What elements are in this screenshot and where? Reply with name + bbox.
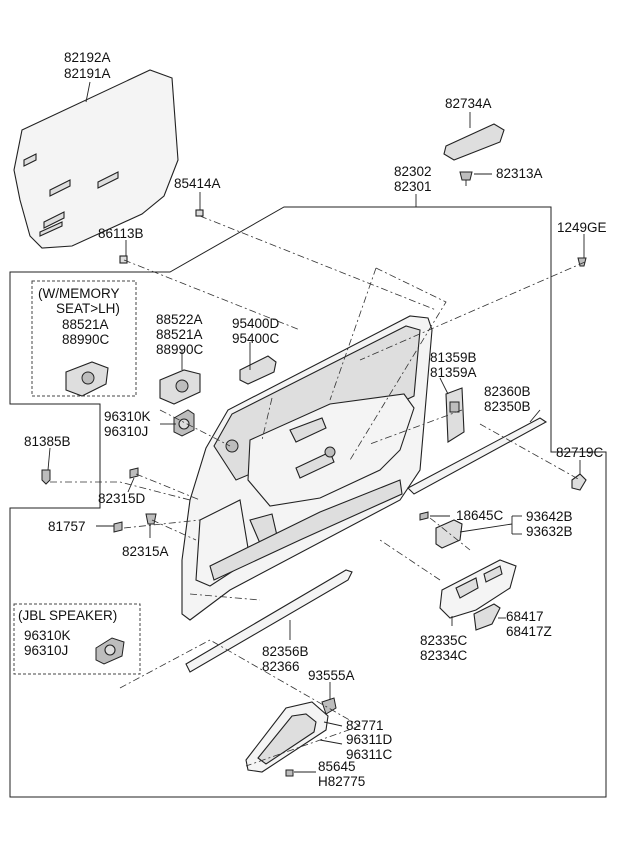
callout-96310-line2: 96310J [104,424,148,439]
callout-93642-line1: 93642B [526,509,573,524]
callout-82313: 82313A [496,166,543,181]
assembly-frame [9,206,607,798]
woofer-cover-part [245,701,329,773]
callout-88522-line2: 88521A [156,327,203,342]
leader-lines [47,81,585,773]
trim-68417-part [473,603,501,631]
jbl-speaker-part [95,637,125,665]
clip-81385-part [41,469,51,485]
callout-96311-line2: 96311C [346,747,393,762]
callout-96310-line1: 96310K [104,409,151,424]
memory-box-title-line2: SEAT>LH) [56,301,120,316]
callout-81359-line2: 81359A [430,365,477,380]
callout-82315a: 82315A [122,544,169,559]
callout-82315d: 82315D [98,491,146,506]
phantom-lines [50,215,586,767]
clip-82313-part [459,171,473,186]
callout-82771: 82771 [346,718,384,733]
callout-95400-line2: 95400C [232,331,280,346]
callout-81757: 81757 [48,519,86,534]
speaker-96310-part [173,409,195,437]
callout-96311-line1: 96311D [346,732,393,747]
callout-82356-line2: 82366 [262,659,300,674]
callout-93555: 93555A [308,668,355,683]
jbl-box-part-2: 96310J [24,643,68,658]
cap-82719-part [571,473,587,491]
memory-box-part-2: 88990C [62,332,110,347]
memory-seat-option-box [31,280,137,397]
callout-82356-line1: 82356B [262,644,309,659]
jbl-box-title: (JBL SPEAKER) [18,608,117,623]
jbl-box-part-1: 96310K [24,628,71,643]
callout-1249: 1249GE [557,220,607,235]
callout-82719: 82719C [556,445,604,460]
clip-82315d-part [129,467,139,479]
callout-18645: 18645C [456,508,504,523]
bulb-18645-part [419,511,429,521]
callout-82335-line1: 82335C [420,633,468,648]
callout-85414: 85414A [174,176,221,191]
pocket-cover-part [443,123,505,161]
callout-86113: 86113B [98,226,144,241]
memory-box-title-line1: (W/MEMORY [38,286,120,301]
callout-82302-line1: 82302 [394,164,432,179]
jbl-speaker-option-box [13,603,141,675]
clip-86113-part [119,255,128,264]
memory-box-part-1: 88521A [62,317,109,332]
clip-85645-part [285,769,294,777]
callout-82335-line2: 82334C [420,648,468,663]
switch-bracket-part [445,387,465,443]
callout-82192-line1: 82192A [64,50,111,65]
callout-82360-line2: 82350B [484,399,531,414]
callout-81385: 81385B [24,434,71,449]
inside-handle-part [239,355,277,385]
clip-85414-part [195,209,204,217]
insulation-pad-part [13,69,179,249]
memory-seat-actuator-part [65,361,109,397]
switch-panel-part [439,559,517,619]
clip-81757-part [113,521,123,533]
callout-82192-line2: 82191A [64,66,111,81]
callout-85645-line1: 85645 [318,759,356,774]
connector-93555-part [321,697,337,715]
callout-82734: 82734A [445,96,492,111]
door-lock-actuator-part [159,369,201,405]
weatherstrip-part [407,417,548,495]
callout-93642-line2: 93632B [526,524,573,539]
callout-82360-line1: 82360B [484,384,531,399]
callout-88522-line3: 88990C [156,342,204,357]
callout-68417-line1: 68417 [506,609,544,624]
window-switch-part [435,519,463,549]
callout-95400-line1: 95400D [232,316,280,331]
clip-82315a-part [145,513,157,525]
lower-trim-strip-part [185,569,353,673]
callout-68417-line2: 68417Z [506,624,552,639]
callout-88522-line1: 88522A [156,312,203,327]
callout-81359-line1: 81359B [430,350,477,365]
door-trim-panel-part [181,315,433,621]
callout-82302-line2: 82301 [394,179,432,194]
callout-85645-line2: H82775 [318,774,365,789]
